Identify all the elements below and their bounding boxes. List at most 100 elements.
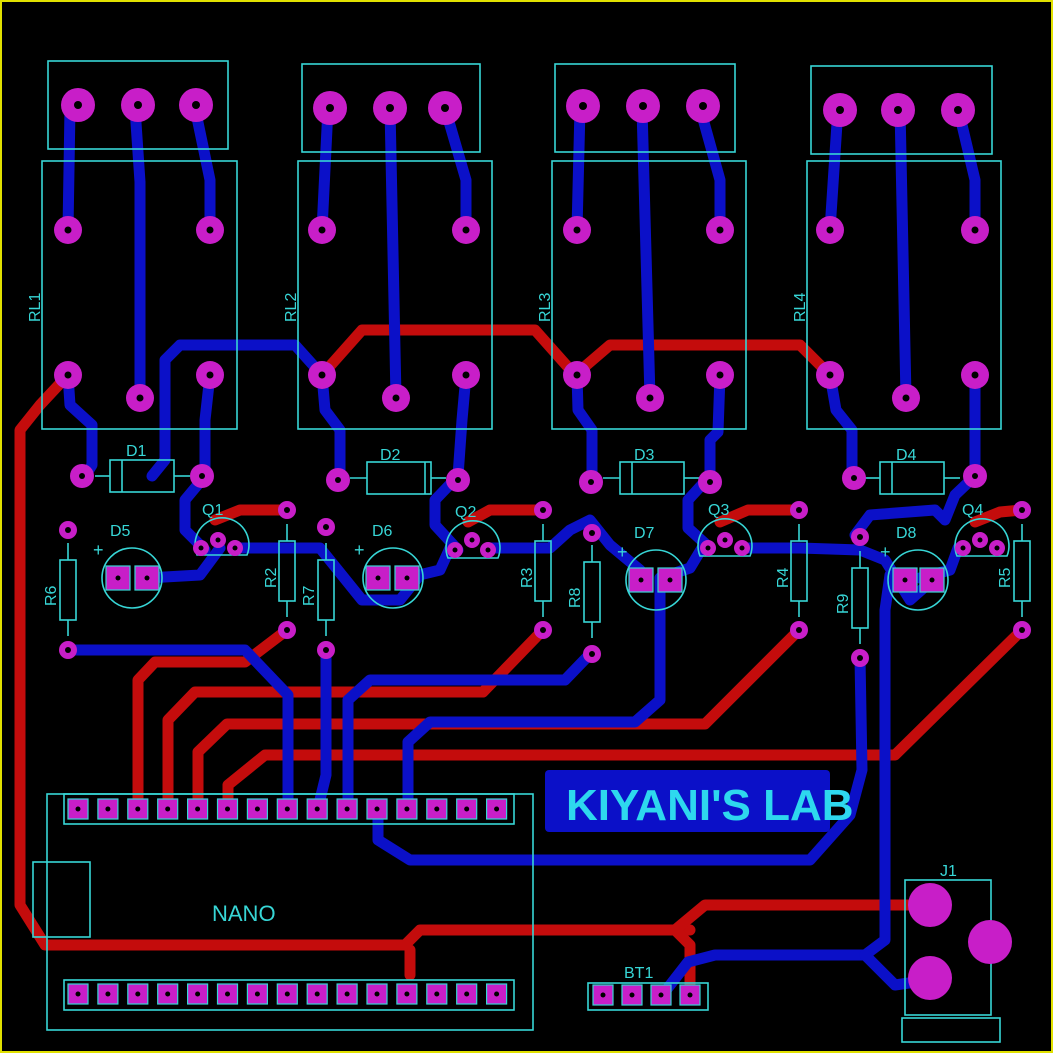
drill-hole bbox=[284, 507, 290, 513]
drill-hole bbox=[65, 527, 71, 533]
drill-hole bbox=[284, 627, 290, 633]
drill-hole bbox=[75, 806, 81, 812]
bt1-label: BT1 bbox=[624, 965, 653, 982]
drill-hole bbox=[344, 806, 350, 812]
led-label: D7 bbox=[634, 525, 655, 542]
drill-hole bbox=[323, 647, 329, 653]
drill-hole bbox=[971, 371, 979, 379]
drill-hole bbox=[199, 473, 205, 479]
drill-hole bbox=[452, 547, 458, 553]
transistor-q2: Q2 bbox=[445, 504, 501, 559]
resistor-r3: R3 bbox=[519, 524, 552, 617]
drill-hole bbox=[687, 992, 693, 998]
drill-hole bbox=[573, 371, 581, 379]
drill-hole bbox=[589, 651, 595, 657]
drill-hole bbox=[374, 991, 380, 997]
drill-hole bbox=[954, 106, 962, 114]
drill-hole bbox=[326, 104, 334, 112]
resistor-label: R5 bbox=[997, 567, 1014, 588]
drill-hole bbox=[485, 547, 491, 553]
drill-hole bbox=[589, 530, 595, 536]
diode-d4: D4 bbox=[865, 447, 960, 495]
drill-hole bbox=[195, 806, 201, 812]
pad bbox=[908, 883, 952, 927]
transistor-label: Q1 bbox=[202, 502, 223, 519]
drill-hole bbox=[1019, 627, 1025, 633]
drill-hole bbox=[455, 477, 461, 483]
drill-hole bbox=[134, 101, 142, 109]
pad bbox=[908, 956, 952, 1000]
led-d5: D5 + bbox=[93, 523, 163, 609]
resistor-label: R3 bbox=[519, 567, 536, 588]
drill-hole bbox=[722, 537, 728, 543]
drill-hole bbox=[135, 806, 141, 812]
drill-hole bbox=[977, 537, 983, 543]
diode-d1: D1 bbox=[95, 443, 190, 493]
drill-hole bbox=[667, 577, 673, 583]
drill-hole bbox=[707, 479, 713, 485]
transistor-label: Q3 bbox=[708, 502, 729, 519]
bt1-header: BT1 bbox=[587, 965, 709, 1011]
drill-hole bbox=[374, 806, 380, 812]
drill-hole bbox=[826, 371, 834, 379]
drill-hole bbox=[225, 991, 230, 997]
drill-hole bbox=[404, 991, 410, 997]
drill-hole bbox=[972, 473, 978, 479]
drill-hole bbox=[65, 647, 71, 653]
drill-hole bbox=[284, 806, 290, 812]
j1-label: J1 bbox=[940, 863, 957, 880]
drill-hole bbox=[105, 991, 111, 997]
resistor-label: R6 bbox=[43, 585, 60, 606]
led-polarity: + bbox=[93, 540, 104, 560]
drill-hole bbox=[540, 507, 546, 513]
resistor-r9: R9 bbox=[835, 551, 869, 644]
transistor-q3: Q3 bbox=[697, 502, 753, 557]
drill-hole bbox=[64, 371, 72, 379]
brand-text: KIYANI'S LAB bbox=[566, 781, 854, 830]
drill-hole bbox=[434, 991, 440, 997]
relay-label: RL4 bbox=[792, 293, 809, 322]
diode-d2: D2 bbox=[350, 447, 446, 495]
led-polarity: + bbox=[617, 542, 628, 562]
drill-hole bbox=[115, 575, 121, 581]
drill-hole bbox=[344, 991, 350, 997]
drill-hole bbox=[434, 806, 440, 812]
drill-hole bbox=[284, 991, 290, 997]
transistor-q1: Q1 bbox=[194, 502, 250, 556]
drill-hole bbox=[318, 226, 326, 234]
drill-hole bbox=[540, 627, 546, 633]
drill-hole bbox=[144, 575, 150, 581]
diode-d3: D3 bbox=[603, 447, 700, 495]
drill-hole bbox=[600, 992, 606, 998]
led-d7: D7 + bbox=[617, 525, 687, 611]
diode-label: D4 bbox=[896, 447, 917, 464]
drill-hole bbox=[375, 575, 381, 581]
led-polarity: + bbox=[354, 540, 365, 560]
drill-hole bbox=[64, 226, 72, 234]
drill-hole bbox=[638, 577, 644, 583]
resistor-r7: R7 bbox=[301, 543, 335, 636]
drill-hole bbox=[629, 992, 635, 998]
led-d8: D8 + bbox=[880, 525, 949, 611]
drill-hole bbox=[404, 575, 410, 581]
drill-hole bbox=[836, 106, 844, 114]
drill-hole bbox=[462, 226, 470, 234]
drill-hole bbox=[971, 226, 979, 234]
bottom-copper-traces bbox=[62, 102, 981, 1004]
drill-hole bbox=[392, 394, 400, 402]
drill-hole bbox=[254, 806, 260, 812]
nano-label: NANO bbox=[212, 901, 276, 926]
brand-label: KIYANI'S LAB bbox=[545, 770, 854, 832]
drill-hole bbox=[994, 545, 1000, 551]
led-label: D8 bbox=[896, 525, 917, 542]
drill-hole bbox=[494, 991, 500, 997]
drill-hole bbox=[826, 226, 834, 234]
drill-hole bbox=[105, 806, 111, 812]
drill-hole bbox=[579, 102, 587, 110]
resistor-label: R7 bbox=[301, 585, 318, 606]
relay-label: RL2 bbox=[283, 293, 300, 322]
led-label: D5 bbox=[110, 523, 131, 540]
drill-hole bbox=[894, 106, 902, 114]
drill-hole bbox=[716, 371, 724, 379]
